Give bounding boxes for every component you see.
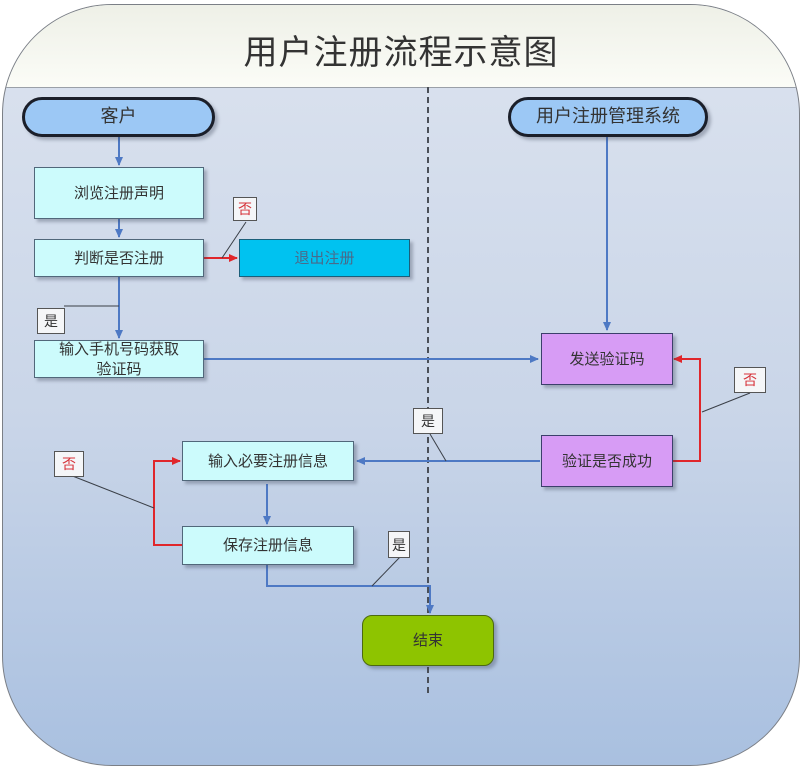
swimlane-divider: [427, 87, 429, 693]
edge-save-input-no: [153, 457, 182, 546]
label-no-resend: 否: [734, 367, 766, 393]
node-input-phone-line2: 验证码: [96, 360, 142, 378]
label-yes-phone-text: 是: [44, 314, 58, 330]
node-input-required-info-text: 输入必要注册信息: [207, 451, 328, 470]
node-verify-success-text: 验证是否成功: [561, 451, 652, 470]
label-yes-save: 是: [388, 531, 410, 558]
connectors: [64, 137, 751, 614]
label-no-save: 否: [54, 451, 84, 477]
label-no-save-text: 否: [62, 457, 76, 473]
edge-save-end: [266, 565, 434, 614]
leader-no-exit: [221, 221, 247, 259]
node-exit-register: 退出注册: [239, 239, 410, 277]
node-input-phone-line1: 输入手机号码获取: [58, 339, 179, 358]
lane-header-system: 用户注册管理系统: [508, 97, 708, 137]
node-browse-statement-text: 浏览注册声明: [73, 183, 164, 202]
leader-yes-save: [371, 556, 401, 587]
node-judge-register: 判断是否注册: [34, 239, 204, 277]
edge-verify-send-no: [671, 355, 701, 462]
label-yes-verify: 是: [413, 408, 443, 434]
lane-header-client: 客户: [22, 97, 215, 137]
node-browse-statement: 浏览注册声明: [34, 167, 204, 219]
node-send-code: 发送验证码: [541, 333, 673, 385]
node-verify-success: 验证是否成功: [541, 435, 673, 487]
node-end: 结束: [362, 615, 494, 666]
node-input-required-info: 输入必要注册信息: [182, 441, 354, 481]
node-send-code-text: 发送验证码: [569, 349, 645, 368]
label-no-resend-text: 否: [743, 373, 757, 389]
leader-yes-verify: [429, 433, 447, 462]
node-end-text: 结束: [412, 631, 443, 650]
title-bar: 用户注册流程示意图: [3, 5, 799, 88]
node-save-info: 保存注册信息: [182, 526, 354, 565]
label-yes-phone: 是: [37, 308, 65, 334]
label-no-exit: 否: [233, 197, 257, 221]
node-input-phone: 输入手机号码获取 验证码: [34, 340, 204, 378]
node-exit-register-text: 退出注册: [294, 248, 355, 267]
lane-header-system-text: 用户注册管理系统: [536, 105, 680, 127]
lane-header-client-text: 客户: [100, 105, 137, 127]
label-yes-verify-text: 是: [421, 414, 435, 430]
diagram-title: 用户注册流程示意图: [243, 33, 559, 73]
leader-no-resend: [701, 392, 751, 413]
leader-no-save: [69, 474, 155, 509]
label-no-exit-text: 否: [238, 202, 252, 218]
node-save-info-text: 保存注册信息: [222, 536, 313, 555]
label-yes-save-text: 是: [392, 537, 406, 554]
node-judge-register-text: 判断是否注册: [73, 248, 164, 267]
